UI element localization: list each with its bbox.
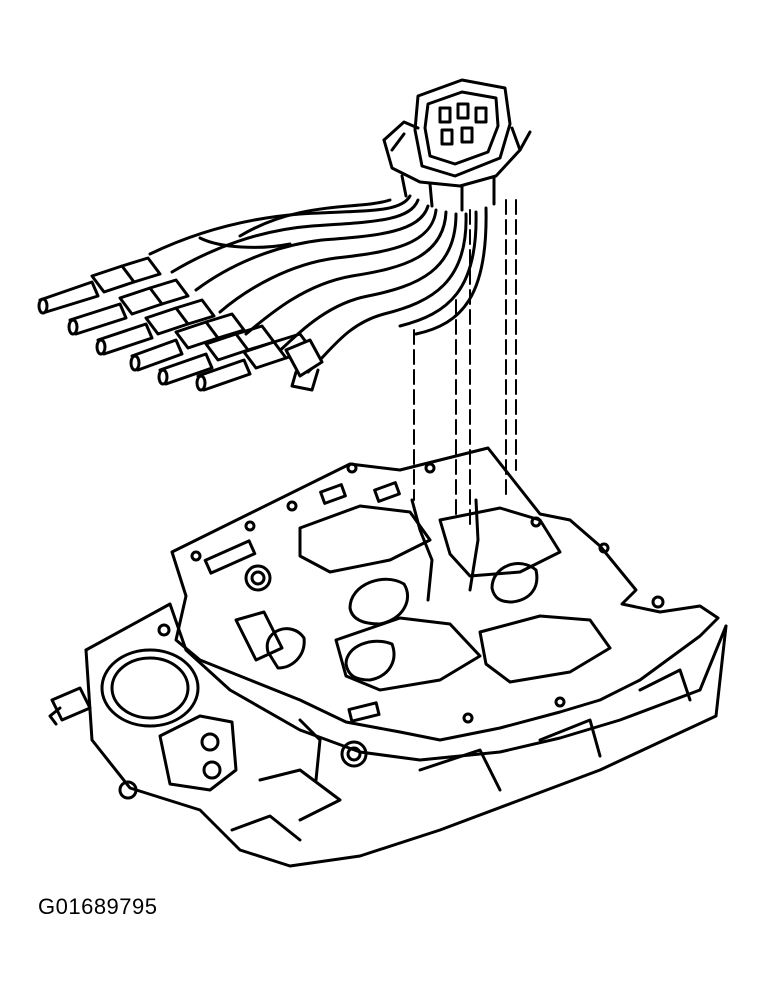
sensor-connector [284,338,324,392]
injector-connector-2 [67,278,190,336]
injector-harness-manifold-illustration [37,78,728,868]
injector-connector-1 [37,256,162,315]
injector-connector-3 [95,298,216,356]
harness-connector [382,78,532,212]
injector-connector-6 [195,332,314,392]
injector-connector-4 [129,312,246,372]
alignment-guide-lines [413,199,517,531]
intake-manifold [48,446,728,868]
harness-wire-bundle [148,194,488,374]
figure-id-label: G01689795 [38,894,158,919]
